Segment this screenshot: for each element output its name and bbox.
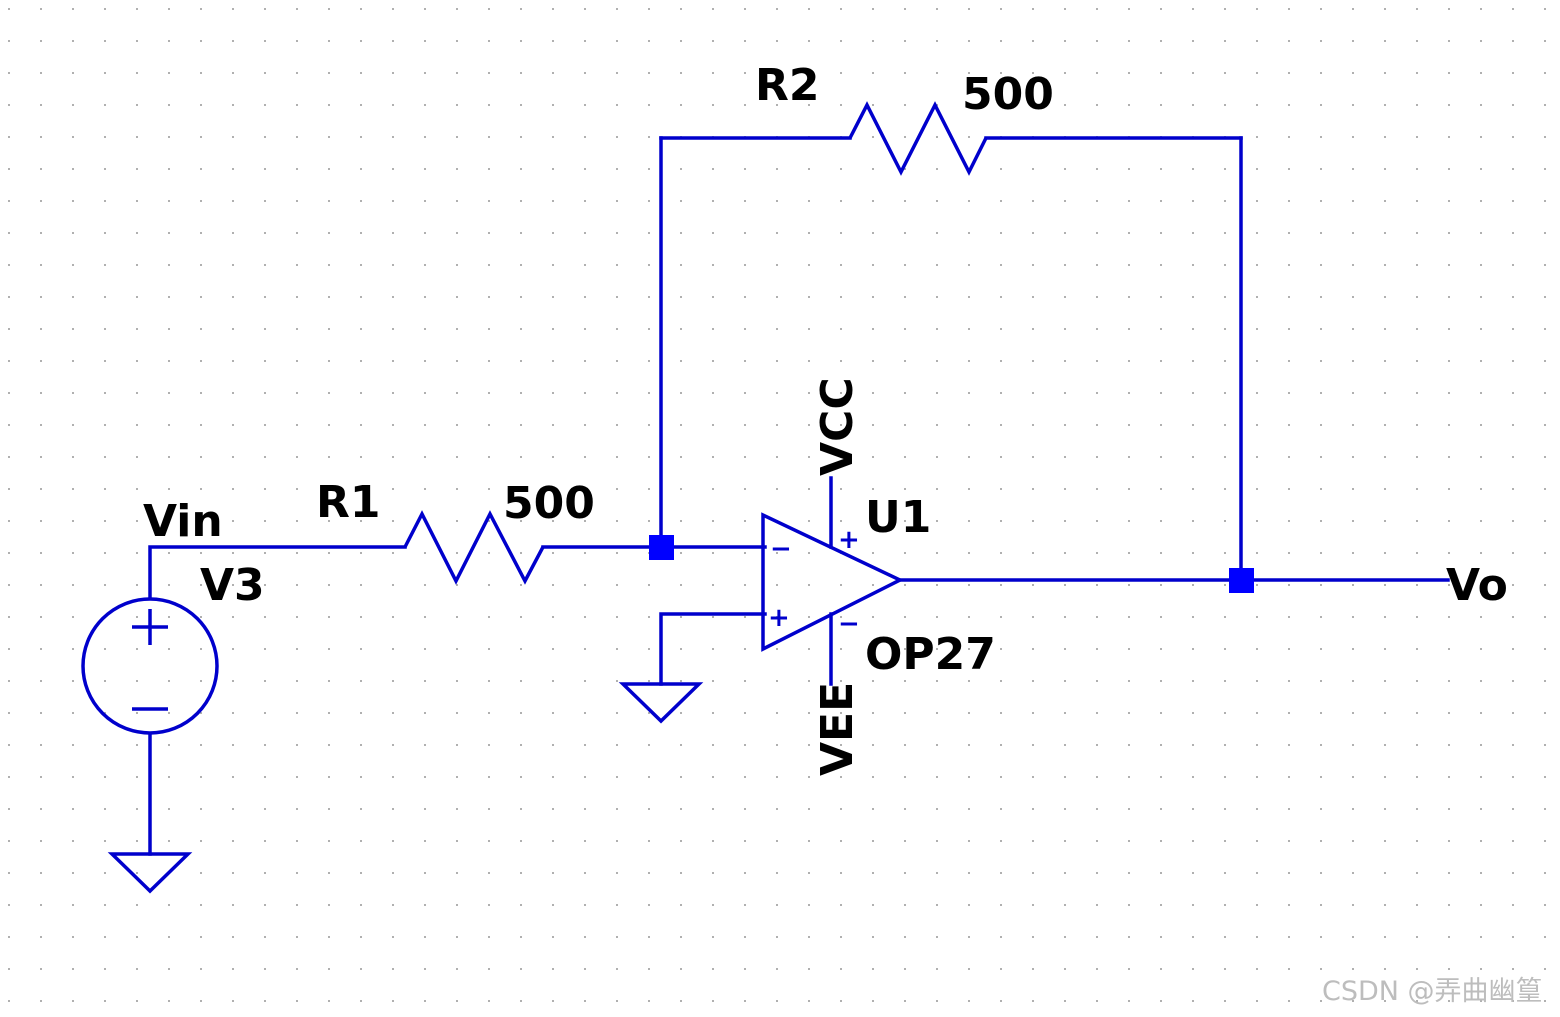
resistor-r1-symbol[interactable] xyxy=(403,510,545,585)
junction-inverting-node xyxy=(649,535,674,560)
label-net-vee: VEE xyxy=(812,682,863,776)
ground-symbol-opamp xyxy=(618,682,704,724)
label-net-vcc: VCC xyxy=(812,377,863,476)
wire-vin xyxy=(148,545,407,600)
wire-noninv-to-ground xyxy=(659,612,767,686)
opamp-supply-positive-mark: + xyxy=(838,525,860,555)
opamp-noninverting-mark: + xyxy=(768,603,790,633)
junction-output-node xyxy=(1229,568,1254,593)
opamp-triangle xyxy=(761,512,904,652)
label-r1-value: 500 xyxy=(503,478,595,529)
wires xyxy=(148,136,1450,856)
opamp-u1[interactable]: − + + − xyxy=(761,512,904,652)
ground-symbol-source xyxy=(107,852,193,894)
opamp-supply-negative-mark: − xyxy=(838,609,860,639)
voltage-source-circle xyxy=(81,597,219,735)
label-u1-model: OP27 xyxy=(865,629,996,680)
label-r2-ref: R2 xyxy=(755,60,820,111)
label-net-vin: Vin xyxy=(143,496,223,547)
label-r2-value: 500 xyxy=(962,69,1054,120)
opamp-inverting-mark: − xyxy=(770,534,792,564)
label-net-vo: Vo xyxy=(1446,560,1508,611)
label-r1-ref: R1 xyxy=(316,477,381,528)
watermark: CSDN @弄曲幽篁 xyxy=(1322,976,1543,1007)
label-v3-ref: V3 xyxy=(200,560,265,611)
resistor-r2-symbol[interactable] xyxy=(848,101,988,176)
voltage-source-v3[interactable] xyxy=(81,597,219,735)
label-u1-ref: U1 xyxy=(865,492,931,543)
